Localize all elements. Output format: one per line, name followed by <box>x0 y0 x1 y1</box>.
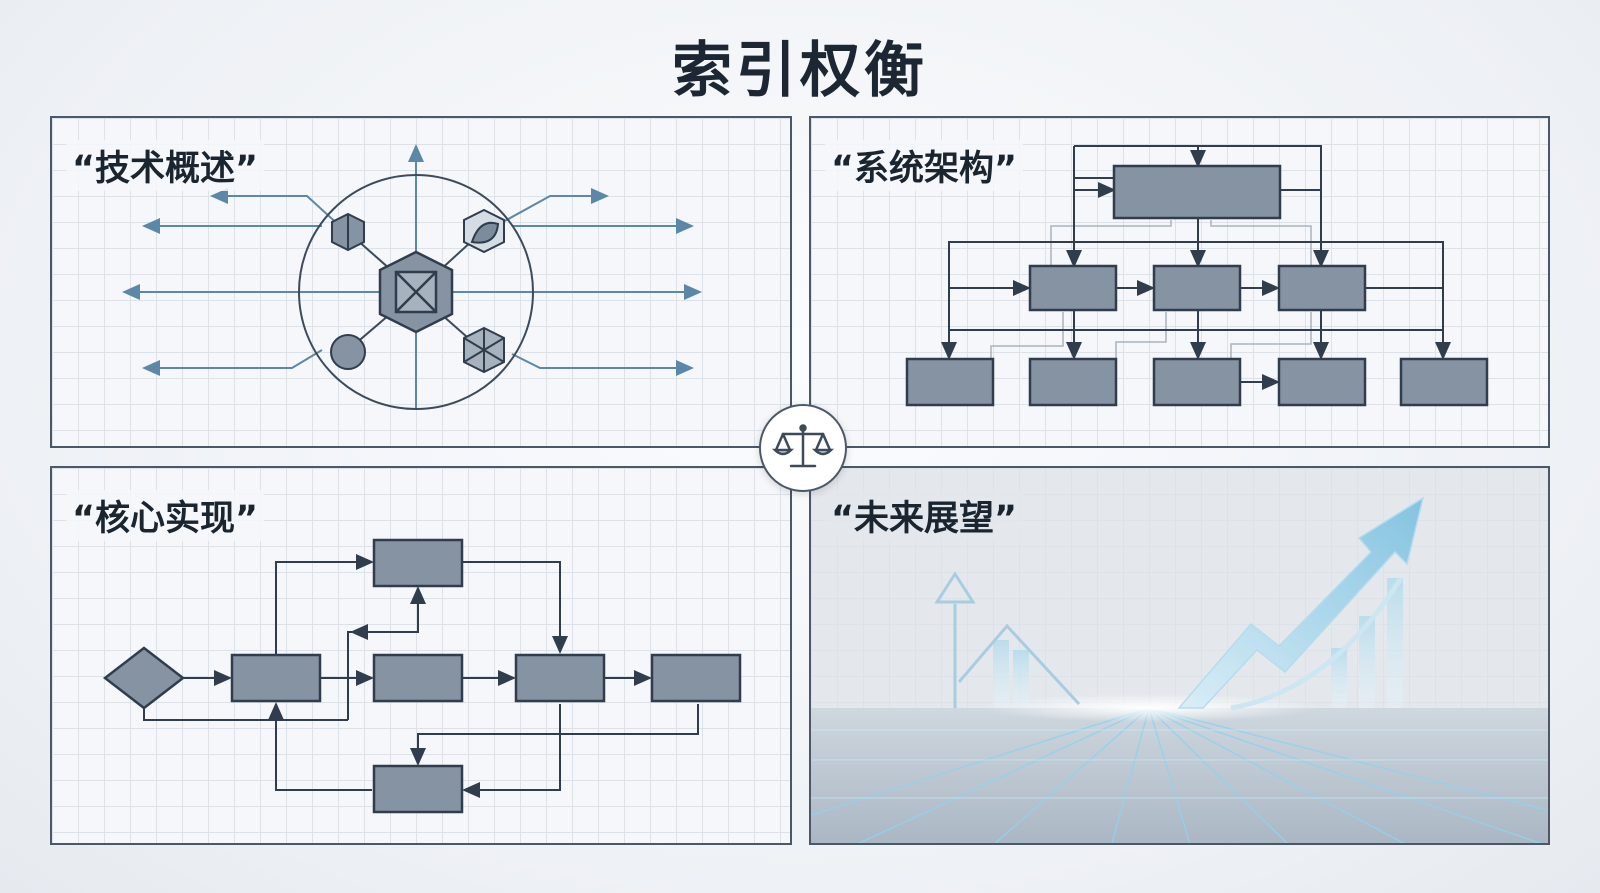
arch-mid-box <box>1152 264 1242 312</box>
architecture-diagram <box>905 145 1489 407</box>
architecture-panel: “系统架构” <box>809 116 1550 448</box>
outlook-floor <box>811 708 1548 843</box>
flow-step-box <box>514 653 606 703</box>
node-leaf-cube <box>463 208 505 254</box>
implementation-panel-label: “核心实现” <box>66 490 265 541</box>
overview-panel-label: “技术概述” <box>66 140 265 191</box>
overview-panel: “技术概述” <box>50 116 792 448</box>
implementation-flowchart <box>102 538 742 814</box>
balance-scale-icon <box>771 424 835 468</box>
node-circle <box>330 334 366 370</box>
balance-scale-badge <box>759 404 847 492</box>
outlook-illustration <box>811 496 1548 843</box>
node-split-cube <box>463 326 505 374</box>
arch-leaf-box <box>905 357 995 407</box>
implementation-panel: “核心实现” <box>50 466 792 845</box>
overview-diagram <box>122 144 702 410</box>
outlook-left-trend <box>953 604 1081 708</box>
outlook-growth-curve <box>1230 576 1404 711</box>
outlook-panel-label: “未来展望” <box>825 490 1024 541</box>
outlook-left-bars <box>993 640 1029 708</box>
flow-step-box <box>230 653 322 703</box>
page-title: 索引权衡 <box>672 36 928 106</box>
arch-leaf-box <box>1028 357 1118 407</box>
arch-leaf-box <box>1152 357 1242 407</box>
flow-top-box <box>372 538 464 588</box>
outlook-right-bars <box>1331 578 1403 708</box>
center-cube <box>378 250 454 334</box>
architecture-panel-label: “系统架构” <box>825 140 1024 191</box>
node-hexagon <box>331 212 365 252</box>
outlook-up-arrow-icon <box>934 571 976 604</box>
outlook-growth-arrow-icon <box>1177 496 1425 709</box>
flow-decision <box>102 646 186 710</box>
flow-bottom-box <box>372 764 464 814</box>
arch-mid-box <box>1277 264 1367 312</box>
flow-step-box <box>372 653 464 703</box>
arch-leaf-box <box>1399 357 1489 407</box>
arch-mid-box <box>1028 264 1118 312</box>
arch-leaf-box <box>1277 357 1367 407</box>
outlook-panel: “未来展望” <box>809 466 1550 845</box>
flow-step-box <box>650 653 742 703</box>
arch-root-box <box>1112 164 1282 220</box>
overview-orbit <box>298 174 534 410</box>
